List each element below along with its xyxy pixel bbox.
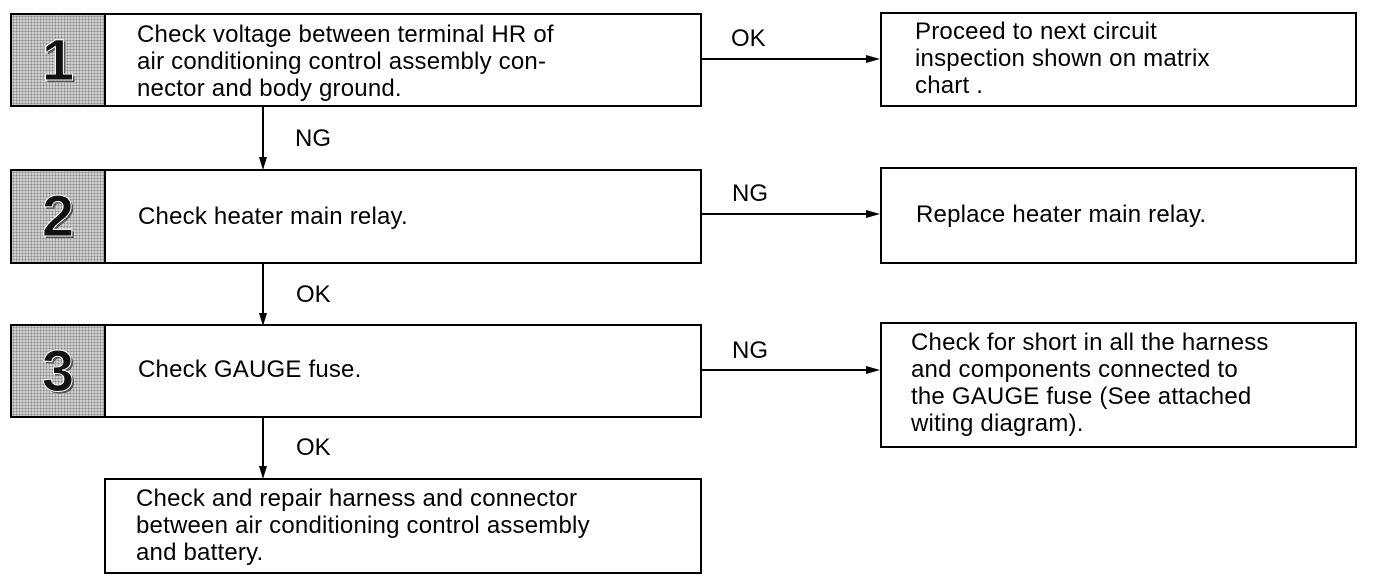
step-2-number: 2 [41,184,75,250]
step-2-box: Check heater main relay. [104,169,702,264]
arrowhead-2-down [259,313,267,326]
branch-label-step1-down: NG [295,125,331,152]
step-2-text: Check heater main relay. [138,203,408,230]
step-2-number-badge: 2 [10,169,106,264]
step-3-box: Check GAUGE fuse. [104,324,702,418]
step-3-number-badge: 3 [10,324,106,418]
result-1-text: Proceed to next circuit inspection shown… [915,18,1210,99]
result-1-box: Proceed to next circuit inspection shown… [880,12,1357,107]
result-3-box: Check for short in all the harness and c… [880,322,1357,448]
result-2-text: Replace heater main relay. [916,201,1207,228]
result-2-box: Replace heater main relay. [880,167,1357,264]
step-3-text: Check GAUGE fuse. [138,356,362,383]
step-3-number: 3 [41,338,75,404]
arrowhead-1-right [866,55,880,63]
final-step-text: Check and repair harness and connector b… [136,485,590,566]
branch-label-step3-down: OK [296,434,331,461]
step-1-number: 1 [41,27,75,93]
branch-label-step2-down: OK [296,281,331,308]
arrowhead-3-down [259,466,267,479]
branch-label-step3-right: NG [732,337,768,364]
final-step-box: Check and repair harness and connector b… [104,478,702,574]
arrowhead-3-right [866,366,880,374]
step-1-number-badge: 1 [10,13,106,107]
branch-label-step1-right: OK [731,25,766,52]
step-1-box: Check voltage between terminal HR of air… [104,13,702,107]
arrowhead-2-right [866,210,880,218]
step-1-text: Check voltage between terminal HR of air… [137,21,554,102]
result-3-text: Check for short in all the harness and c… [911,329,1269,437]
branch-label-step2-right: NG [732,180,768,207]
arrowhead-1-down [259,157,267,170]
